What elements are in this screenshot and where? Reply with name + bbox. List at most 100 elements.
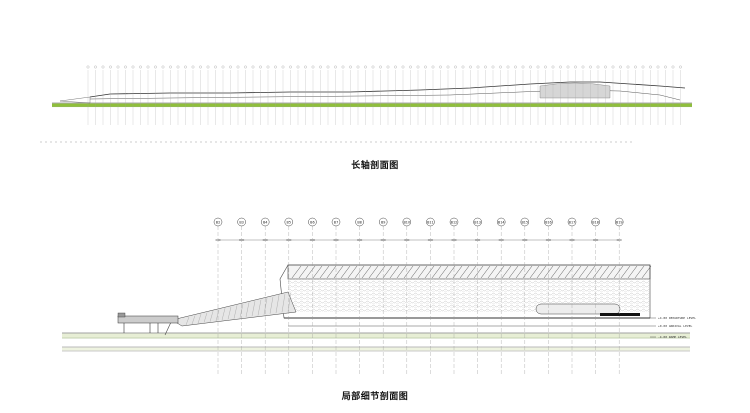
long-section-grid-bubble [484, 65, 487, 69]
long-section-grid-bubble [566, 65, 570, 69]
canopy-hatch-stroke [257, 299, 262, 316]
detail-grid-bubble [355, 217, 364, 227]
long-section-grid-bubble [214, 65, 217, 69]
canopy-hatch-stroke [197, 314, 202, 324]
long-section-grid-bubble [236, 65, 240, 69]
roof-hatch-stroke [305, 265, 316, 279]
roof-hatch-stroke [382, 265, 393, 279]
roof-hatch-stroke [592, 265, 603, 279]
roof-hatch-stroke [620, 265, 631, 279]
detail-grid-bubble [308, 217, 317, 227]
roof-hatch-stroke [410, 265, 421, 279]
roof-hatch-stroke [340, 265, 351, 279]
canopy-hatch-stroke [269, 296, 274, 314]
long-section-grid-bubble [394, 65, 397, 69]
detail-grid-bubble-label: B11 [427, 220, 434, 224]
canopy-hatch-stroke [215, 309, 220, 322]
roof-hatch-stroke [508, 265, 519, 279]
long-section-grid-bubble [244, 65, 247, 69]
detail-grid-bubble [426, 217, 435, 227]
level-label-ramp: -4.00 RAMP LEVEL [658, 335, 687, 339]
detail-section-caption: 局部细节剖面图 [341, 392, 409, 402]
roof-hatch-stroke [368, 265, 379, 279]
canopy-hatch-stroke [233, 305, 238, 319]
roof-hatch-stroke [326, 265, 337, 279]
long-section-grid-bubble [311, 65, 315, 69]
detail-grid-bubble-label: B5 [287, 220, 291, 224]
roof-hatch-stroke [438, 265, 449, 279]
roof-hatch-stroke [459, 265, 470, 279]
canopy-hatch-stroke [245, 302, 250, 318]
detail-grid-bubble-label: B3 [239, 220, 243, 224]
roof-hatch-stroke [319, 265, 330, 279]
long-section-grid-bubble [109, 65, 112, 69]
long-section-grid-bubble [86, 65, 90, 69]
long-section-grid-bubble [671, 65, 675, 69]
detail-grid-bubble-label: B15 [521, 220, 528, 224]
detail-grid-bubble [520, 217, 530, 227]
long-section-caption: 长轴剖面图 [351, 161, 399, 171]
long-section-grid-bubble [101, 65, 105, 69]
roof-hatch-stroke [557, 265, 568, 279]
long-section-grid-bubble [611, 65, 615, 69]
detail-grid-bubble [567, 217, 577, 227]
long-section-grid-bubble [491, 65, 495, 69]
roof-hatch-stroke [375, 265, 386, 279]
long-section-grid-bubble [304, 65, 307, 69]
level-label-departure: +4.80 DEPARTURE LEVEL [658, 316, 696, 320]
long-section-grid-bubble [544, 65, 547, 69]
long-section-grid-bubble [379, 65, 382, 69]
long-section-grid-bubble [259, 65, 262, 69]
long-section-roof-underside [89, 89, 681, 101]
long-section-grid-bubble [161, 65, 165, 69]
detail-ramp-strip [62, 347, 690, 351]
detail-grid-bubble [591, 217, 600, 227]
detail-grid-bubble [473, 217, 482, 227]
roof-hatch-stroke [445, 265, 456, 279]
long-section-grid-bubble [679, 65, 682, 69]
long-section-grid-bubble [619, 65, 622, 69]
roof-hatch-stroke [599, 265, 610, 279]
long-section-grid-bubble [146, 65, 150, 69]
roof-hatch-stroke [515, 265, 526, 279]
long-section-grid-bubble [461, 65, 465, 69]
canopy-hatch-stroke [275, 295, 280, 314]
long-section-grid-bubble [649, 65, 652, 69]
roof-hatch-stroke [396, 265, 407, 279]
long-section-grid-bubble [514, 65, 517, 69]
canopy-hatch-stroke [209, 311, 214, 322]
roof-hatch-stroke [564, 265, 575, 279]
roof-hatch-stroke [431, 265, 442, 279]
roof-hatch-stroke [333, 265, 344, 279]
roof-hatch-stroke [627, 265, 638, 279]
detail-grid-bubble [378, 217, 388, 227]
roof-hatch-stroke [487, 265, 498, 279]
long-section-grid-bubble [356, 65, 360, 69]
roof-hatch-stroke [473, 265, 484, 279]
long-section-grid-bubble [371, 65, 375, 69]
long-section-grid-bubble [334, 65, 337, 69]
roof-hatch-stroke [424, 265, 435, 279]
roof-hatch-stroke [417, 265, 428, 279]
departure-slab [600, 313, 640, 316]
detail-grid-bubble-label: B10 [403, 220, 410, 224]
long-section-grid-bubble [281, 65, 285, 69]
detail-grid-bubble [402, 217, 412, 227]
roof-hatch-stroke [529, 265, 540, 279]
long-section-grid-bubble [176, 65, 180, 69]
long-section-grid-bubble [529, 65, 532, 69]
roof-hatch-stroke [522, 265, 533, 279]
long-section-grid-bubble [626, 65, 630, 69]
long-section-grid-bubble [551, 65, 555, 69]
roof-hatch-stroke [403, 265, 414, 279]
canopy-hatch-stroke [221, 308, 226, 321]
detail-grid-bubble [237, 217, 246, 227]
detail-grid-bubble [449, 217, 459, 227]
roof-hatch-stroke [641, 265, 652, 279]
long-section-grid-bubble [401, 65, 405, 69]
detail-grid-bubble-label: B2 [216, 220, 220, 224]
long-section-grid-bubble [581, 65, 585, 69]
level-label-arrival: +0.00 ARRIVAL LEVEL [658, 324, 693, 328]
detail-grid-bubble-label: B8 [357, 220, 361, 224]
